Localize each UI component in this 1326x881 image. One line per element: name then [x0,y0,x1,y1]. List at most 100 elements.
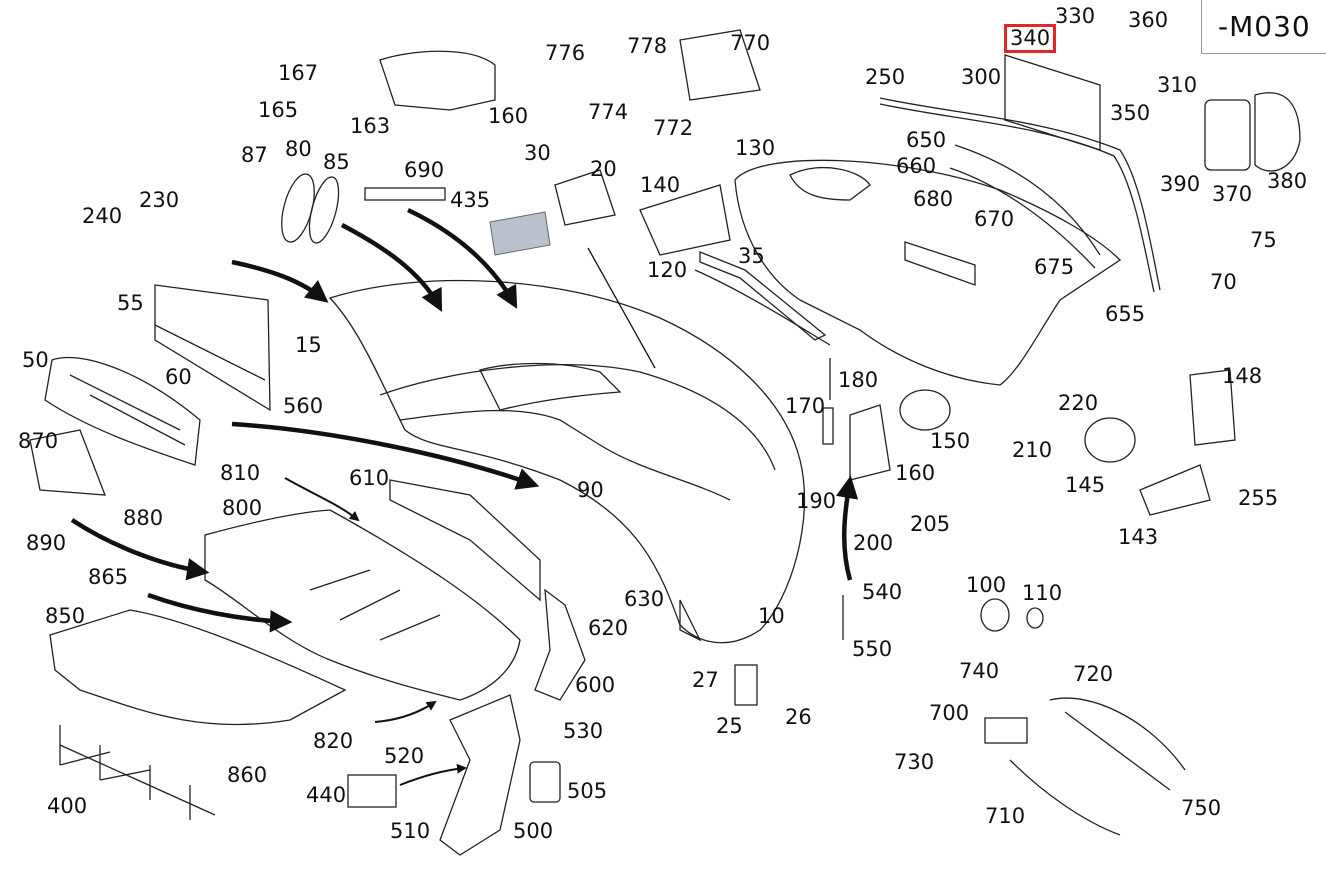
diagram-code-box: -M030 [1201,0,1326,54]
part-label-150[interactable]: 150 [930,429,971,453]
part-label-675[interactable]: 675 [1034,255,1075,279]
part-label-400[interactable]: 400 [47,794,88,818]
part-label-190[interactable]: 190 [796,489,837,513]
part-label-10[interactable]: 10 [758,604,785,628]
part-label-360[interactable]: 360 [1128,8,1169,32]
part-label-230[interactable]: 230 [139,188,180,212]
part-label-110[interactable]: 110 [1022,581,1063,605]
part-label-75[interactable]: 75 [1250,228,1277,252]
part-label-660[interactable]: 660 [896,154,937,178]
part-label-520[interactable]: 520 [384,744,425,768]
part-label-630[interactable]: 630 [624,587,665,611]
part-label-20[interactable]: 20 [590,157,617,181]
part-label-180[interactable]: 180 [838,368,879,392]
part-label-650[interactable]: 650 [906,128,947,152]
part-label-860[interactable]: 860 [227,763,268,787]
part-label-560[interactable]: 560 [283,394,324,418]
part-label-60[interactable]: 60 [165,365,192,389]
part-label-143[interactable]: 143 [1118,525,1159,549]
part-label-776[interactable]: 776 [545,41,586,65]
part-label-350[interactable]: 350 [1110,101,1151,125]
part-label-730[interactable]: 730 [894,750,935,774]
part-label-380[interactable]: 380 [1267,169,1308,193]
part-label-850[interactable]: 850 [45,604,86,628]
part-label-130[interactable]: 130 [735,136,776,160]
part-label-440[interactable]: 440 [306,783,347,807]
part-label-655[interactable]: 655 [1105,302,1146,326]
part-label-250[interactable]: 250 [865,65,906,89]
part-label-820[interactable]: 820 [313,729,354,753]
part-label-510[interactable]: 510 [390,819,431,843]
part-label-220[interactable]: 220 [1058,391,1099,415]
part-label-774[interactable]: 774 [588,100,629,124]
part-label-140[interactable]: 140 [640,173,681,197]
part-label-540[interactable]: 540 [862,580,903,604]
part-label-600[interactable]: 600 [575,673,616,697]
part-label-800[interactable]: 800 [222,496,263,520]
part-label-167[interactable]: 167 [278,61,319,85]
part-label-30[interactable]: 30 [524,141,551,165]
part-label-25[interactable]: 25 [716,714,743,738]
part-label-163[interactable]: 163 [350,114,391,138]
part-label-210[interactable]: 210 [1012,438,1053,462]
part-label-620[interactable]: 620 [588,616,629,640]
part-label-200[interactable]: 200 [853,531,894,555]
part-label-160-bracket[interactable]: 160 [895,461,936,485]
part-label-240[interactable]: 240 [82,204,123,228]
part-label-670[interactable]: 670 [974,207,1015,231]
part-label-87[interactable]: 87 [241,143,268,167]
part-label-720[interactable]: 720 [1073,662,1114,686]
undertray-shape [204,509,521,701]
part-label-690[interactable]: 690 [404,158,445,182]
part-label-120[interactable]: 120 [647,258,688,282]
part-label-145[interactable]: 145 [1065,473,1106,497]
diffuser-shape [734,159,1122,386]
part-label-700[interactable]: 700 [929,701,970,725]
part-label-70[interactable]: 70 [1210,270,1237,294]
part-label-370[interactable]: 370 [1212,182,1253,206]
part-label-55[interactable]: 55 [117,291,144,315]
part-label-778[interactable]: 778 [627,34,668,58]
part-label-300[interactable]: 300 [961,65,1002,89]
part-label-772[interactable]: 772 [653,116,694,140]
part-label-865[interactable]: 865 [88,565,129,589]
part-label-50[interactable]: 50 [22,348,49,372]
part-label-435[interactable]: 435 [450,188,491,212]
part-label-85[interactable]: 85 [323,150,350,174]
part-label-26[interactable]: 26 [785,705,812,729]
part-label-870[interactable]: 870 [18,429,59,453]
part-label-148[interactable]: 148 [1222,364,1263,388]
part-label-160-top[interactable]: 160 [488,104,529,128]
part-label-680[interactable]: 680 [913,187,954,211]
part-label-880[interactable]: 880 [123,506,164,530]
part-label-390[interactable]: 390 [1160,172,1201,196]
part-label-710[interactable]: 710 [985,804,1026,828]
diagram-code: -M030 [1218,10,1311,43]
part-label-310[interactable]: 310 [1157,73,1198,97]
part-label-255[interactable]: 255 [1238,486,1279,510]
part-label-165[interactable]: 165 [258,98,299,122]
part-label-750[interactable]: 750 [1181,796,1222,820]
part-label-610[interactable]: 610 [349,466,390,490]
part-label-170[interactable]: 170 [785,394,826,418]
part-label-890[interactable]: 890 [26,531,67,555]
part-label-550[interactable]: 550 [852,637,893,661]
part-label-530[interactable]: 530 [563,719,604,743]
part-label-740[interactable]: 740 [959,659,1000,683]
part-label-80[interactable]: 80 [285,137,312,161]
part-label-90[interactable]: 90 [577,478,604,502]
part-label-770[interactable]: 770 [730,31,771,55]
part-label-100[interactable]: 100 [966,573,1007,597]
part-label-500[interactable]: 500 [513,819,554,843]
part-label-15[interactable]: 15 [295,333,322,357]
part-label-330[interactable]: 330 [1055,4,1096,28]
part-label-35[interactable]: 35 [738,244,765,268]
part-label-505[interactable]: 505 [567,779,608,803]
part-label-810[interactable]: 810 [220,461,261,485]
part-label-205[interactable]: 205 [910,512,951,536]
part-label-340-highlighted[interactable]: 340 [1003,24,1057,53]
bumper-cover-shape [328,279,806,644]
part-label-27[interactable]: 27 [692,668,719,692]
